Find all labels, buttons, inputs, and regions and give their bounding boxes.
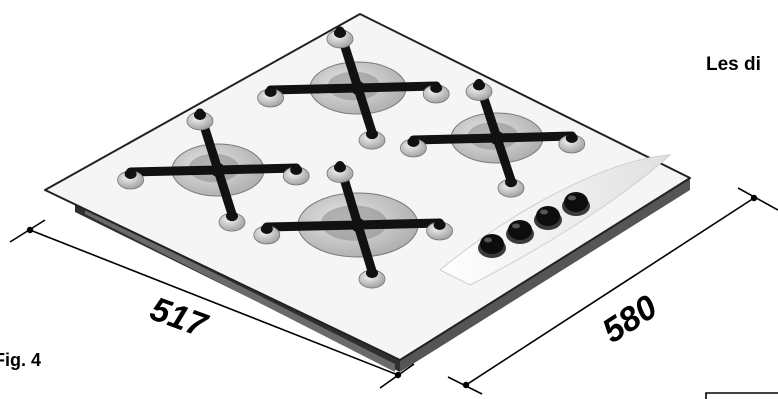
grate-arm [492,133,516,185]
control-knob[interactable] [534,206,562,230]
depth-dimension-line [465,197,755,386]
depth-endpoint-top [750,194,758,202]
knob-body [508,220,532,240]
width-endpoint-left [26,226,34,234]
grate-arm [126,165,223,177]
grate-foot-tip [194,109,206,120]
cooktop-glass [44,13,691,361]
burner-rear-left [257,26,450,150]
grate-foot-tip [505,177,517,188]
grate-hub [211,163,225,177]
cooktop-side-frame [400,178,690,372]
grate-foot-tip [334,162,346,173]
dimension-endpoints [26,194,758,389]
knob-highlight [540,209,548,215]
knob-highlight [484,237,492,243]
control-knobs [478,192,590,258]
depth-dimension-label: 580 [596,288,664,351]
burner-front-left [117,108,310,232]
grate-foot-tip [290,165,303,175]
grate-foot-tip [407,137,420,147]
depth-endpoint-bottom [462,381,470,389]
cooktop-underside [85,208,395,372]
burner-rear-right [399,78,586,198]
grate-foot-tip [334,27,346,38]
grate-foot-tip [264,87,277,97]
grate-arm [353,81,441,93]
grate-arm [353,220,377,276]
knob-highlight [512,223,520,229]
burner-front-right [253,160,454,289]
grate-foot-tip [433,220,446,230]
grate-hub [351,218,365,232]
control-knob[interactable] [478,234,506,258]
grate-hub [351,81,365,95]
width-endpoint-right [394,371,402,379]
grate-arm [266,83,363,95]
burners [117,26,586,289]
grate-foot-tip [260,224,273,234]
grate-foot-tip [473,80,485,91]
knob-body [536,206,560,226]
depth-extension-top [737,187,778,211]
grate-foot-tip [226,211,238,222]
knob-body [564,192,588,212]
grate-foot-tip [366,268,378,279]
grate-arm [492,131,577,143]
width-dimension-line [29,229,399,376]
grate-foot-tip [366,129,378,140]
grate-arm [213,165,237,219]
grate-arm [213,163,301,175]
grate-arm [408,133,502,145]
grate-hub [490,131,504,145]
grate-foot-tip [430,83,443,93]
grate-arm [262,220,363,232]
frame-fragment [705,392,778,399]
grate-arm [353,83,377,137]
grate-foot-tip [565,133,578,143]
figure-label: Fig. 4 [0,350,41,370]
side-caption: Les di [706,54,761,75]
knob-highlight [568,195,576,201]
knob-body [480,234,504,254]
grate-foot-tip [124,169,137,179]
control-knob[interactable] [562,192,590,216]
control-knob[interactable] [506,220,534,244]
grate-arm [353,218,445,230]
